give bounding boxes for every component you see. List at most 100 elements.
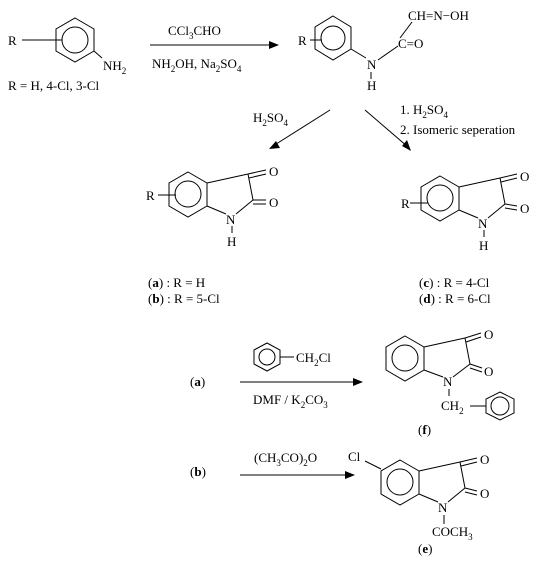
product-f-c2-o-bond1 <box>469 363 483 369</box>
isatin-ab-c3-o-bond1 <box>247 169 267 175</box>
oxime-ch-noh: CH=N−OH <box>408 8 469 23</box>
step2a-reagent: H2SO4 <box>253 110 289 128</box>
benzyl-chloride-aromatic-circle <box>258 348 276 366</box>
isatin-ab-c3-o-bond2 <box>248 173 267 179</box>
step1-reagent-bottom: NH2OH, Na2SO4 <box>152 56 242 74</box>
product-f-aromatic-circle <box>391 344 419 372</box>
reaction-f-reagent-top: CH2Cl <box>296 350 331 368</box>
isatin-label-c: (c) : R = 4-Cl <box>419 275 490 290</box>
product-f-c2-o-bond2 <box>469 367 483 373</box>
product-e-c2-o-bond1 <box>464 487 478 492</box>
reaction-e-reagent: (CH3CO)2O <box>254 450 317 468</box>
isatin-cd-aromatic-circle <box>426 184 454 212</box>
oxime-c-ch-bond <box>399 21 413 39</box>
product-e-c2-o-bond2 <box>464 491 478 496</box>
reaction-f-reagent-bottom: DMF / K2CO3 <box>253 392 328 410</box>
product-e-n-aryl-bond <box>418 493 439 503</box>
product-f-n-aryl-bond <box>423 369 444 378</box>
isatin-ab-n-aryl-bond <box>206 205 227 215</box>
isatin-ab-c2-n-bond <box>235 199 254 215</box>
reaction-e: (b) (CH3CO)2O Cl O O N COCH3 (e) <box>190 449 489 556</box>
step2b-reagent-line2: 2. Isomeric seperation <box>400 122 516 137</box>
product-f-phenyl-ring <box>485 391 515 421</box>
isatin-label-a: (a) : R = H <box>148 275 205 290</box>
aniline-amine-label: NH2 <box>103 58 126 76</box>
aniline-aromatic-circle <box>61 26 89 54</box>
isatin-cd-c2-n-bond <box>487 203 506 219</box>
isatin-cd-h: H <box>479 238 488 253</box>
product-e-n: N <box>438 500 448 515</box>
product-f-o2: O <box>484 364 493 379</box>
product-e-c2-c3-bond <box>459 461 466 489</box>
step1-reagent-top: CCl3CHO <box>168 23 221 41</box>
product-f-c3-o-bond1 <box>464 332 482 339</box>
product-e-c3-bond <box>418 461 461 472</box>
isatin-cd-structure: R O O N H (c) : R = 4-Cl (d) : R = 6-Cl <box>401 169 529 306</box>
isatin-cd-n-aryl-bond <box>458 209 479 219</box>
product-f-label: (f) <box>418 422 431 437</box>
step1-arrow: CCl3CHO NH2OH, Na2SO4 <box>150 23 279 74</box>
isatin-cd-o2: O <box>520 201 529 216</box>
oxime-structure: R N H C=O CH=N−OH <box>298 8 469 93</box>
product-f-ch2: CH2 <box>441 398 464 416</box>
isatin-ab-c3-bond <box>206 173 249 184</box>
oxime-aryl-n-bond <box>350 48 367 59</box>
oxime-carbonyl: C=O <box>398 36 423 51</box>
isatin-cd-c3-o-bond1 <box>499 173 518 179</box>
reaction-f-start: (a) <box>190 374 205 389</box>
product-e-acetyl: COCH3 <box>432 524 473 542</box>
isatin-ab-n: N <box>226 212 236 227</box>
isatin-label-d: (d) : R = 6-Cl <box>419 291 491 306</box>
product-e-o2: O <box>480 486 489 501</box>
product-e-o1: O <box>480 452 489 467</box>
oxime-benzene-ring <box>314 15 352 61</box>
isatin-cd-r-group: R <box>401 196 410 211</box>
isatin-ab-o1: O <box>269 164 278 179</box>
isatin-cd-c2-o-bond2 <box>504 207 518 211</box>
isatin-cd-c3-bond <box>458 177 501 188</box>
reaction-f: (a) CH2Cl DMF / K2CO3 O O N CH2 (f) <box>190 327 515 437</box>
aniline-structure: R NH2 R = H, 4-Cl, 3-Cl <box>8 17 126 93</box>
reaction-e-start: (b) <box>190 464 206 479</box>
isatin-label-b: (b) : R = 5-Cl <box>148 291 220 306</box>
oxime-aromatic-circle <box>320 25 346 51</box>
isatin-cd-c2-o-bond1 <box>504 203 518 207</box>
reaction-f-arrowhead <box>353 378 363 386</box>
aniline-r-group: R <box>8 33 17 48</box>
product-e-label: (e) <box>418 541 432 556</box>
product-f-c2-c3-bond <box>464 337 471 365</box>
reaction-e-arrowhead <box>345 471 355 479</box>
aniline-r-definition: R = H, 4-Cl, 3-Cl <box>8 78 100 93</box>
aniline-benzene-ring <box>55 17 95 63</box>
isatin-cd-c2-c3-bond <box>499 177 506 205</box>
isatin-cd-c3-o-bond2 <box>500 177 518 183</box>
aniline-n-bond <box>93 50 103 59</box>
product-e-cl: Cl <box>348 449 361 464</box>
benzyl-chloride-ring <box>253 342 281 372</box>
step2b-arrow: 1. H2SO4 2. Isomeric seperation <box>364 102 516 151</box>
isatin-ab-c2-c3-bond <box>247 173 254 201</box>
product-f-c2-n-bond <box>452 363 471 378</box>
product-e-c3-o-bond2 <box>460 461 478 467</box>
product-f-c3-bond <box>423 337 466 348</box>
product-f-c3-o-bond2 <box>465 336 482 343</box>
product-e-aromatic-circle <box>386 468 414 496</box>
product-e-c3-o-bond1 <box>459 457 478 463</box>
oxime-n-hydrogen: H <box>367 78 376 93</box>
isatin-cd-n: N <box>478 216 488 231</box>
oxime-n-c-bond <box>377 45 399 61</box>
product-f-n: N <box>443 374 453 389</box>
oxime-n-atom: N <box>367 57 377 72</box>
isatin-ab-aromatic-circle <box>174 180 202 208</box>
isatin-cd-o1: O <box>520 169 529 184</box>
isatin-ab-o2: O <box>269 195 278 210</box>
isatin-ab-structure: R O O N H (a) : R = H (b) : R = 5-Cl <box>146 164 278 306</box>
product-e-c2-n-bond <box>447 487 466 503</box>
step2a-arrow: H2SO4 <box>253 109 331 149</box>
oxime-r-group: R <box>298 33 307 48</box>
step2b-reagent-line1: 1. H2SO4 <box>400 102 449 120</box>
product-e-cl-bond <box>364 460 382 470</box>
isatin-ab-r-group: R <box>146 188 155 203</box>
product-f-o1: O <box>484 327 493 342</box>
